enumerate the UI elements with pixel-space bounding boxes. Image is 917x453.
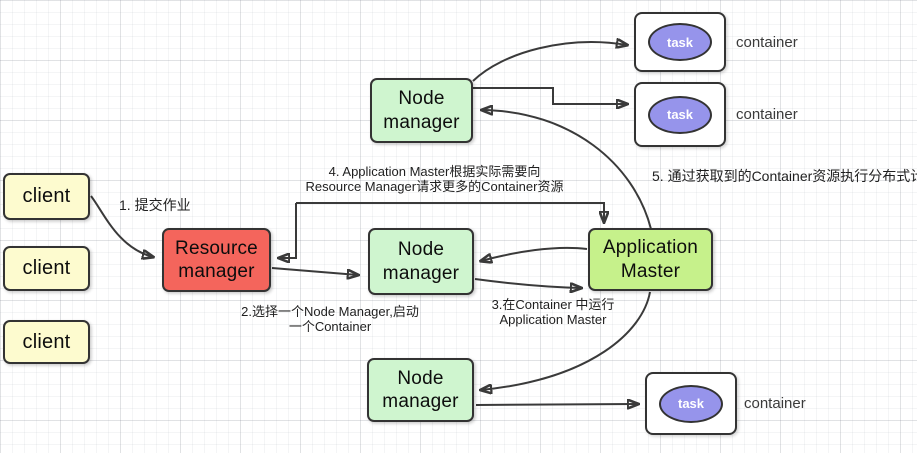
client-node-3: client [3, 320, 90, 364]
task-label-1: task [666, 34, 694, 50]
client-node-1-label: client [22, 185, 71, 208]
client-node-2: client [3, 246, 90, 291]
arrow-client1-to-resource-manager [90, 195, 153, 257]
node-manager-mid: Node manager [368, 228, 474, 295]
annotation-step4: 4. Application Master根据实际需要向 Resource Ma… [282, 164, 587, 194]
arrow-resource-manager-to-node-manager-mid [271, 267, 358, 275]
task-label-3: task [677, 396, 705, 411]
container-caption-2: container [736, 106, 798, 123]
annotation-step2-line1: 2.选择一个Node Manager,启动 [241, 304, 419, 319]
container-node-3: task [645, 372, 737, 435]
node-manager-top: Node manager [370, 78, 473, 143]
annotation-step2: 2.选择一个Node Manager,启动 一个Container [230, 304, 430, 334]
annotation-step1: 1. 提交作业 [119, 197, 191, 213]
task-ellipse-3: task [659, 384, 723, 423]
application-master-node: Application Master [588, 228, 713, 291]
annotation-step5: 5. 通过获取到的Container资源执行分布式计算 [652, 168, 917, 184]
task-ellipse-1: task [648, 23, 712, 61]
arrow-application-master-to-node-manager-mid [481, 246, 588, 261]
resource-manager-label: Resource manager [175, 237, 258, 282]
client-node-2-label: client [22, 257, 71, 280]
container-node-1: task [634, 12, 726, 72]
task-ellipse-2: task [648, 95, 712, 134]
annotation-step3: 3.在Container 中运行 Application Master [477, 297, 629, 327]
annotation-step4-line1: 4. Application Master根据实际需要向 [328, 164, 541, 179]
arrow-application-master-to-node-manager-top [482, 110, 652, 230]
container-node-2: task [634, 82, 726, 147]
node-manager-bottom-label: Node manager [382, 367, 459, 412]
annotation-step3-line2: Application Master [499, 312, 607, 328]
node-manager-top-label: Node manager [383, 88, 460, 133]
arrow-step4-elbow-to-application-master [296, 202, 604, 222]
annotation-step3-line1: 3.在Container 中运行 [491, 297, 615, 312]
resource-manager-node: Resource manager [162, 228, 271, 292]
container-caption-1: container [736, 34, 798, 51]
arrow-node-manager-top-to-container-1 [472, 42, 627, 82]
arrow-node-manager-mid-to-application-master [474, 278, 581, 288]
node-manager-bottom: Node manager [367, 358, 474, 422]
arrow-step4-elbow-to-resource-manager [279, 203, 297, 258]
annotation-step4-line2: Resource Manager请求更多的Container资源 [305, 179, 564, 195]
arrow-node-manager-top-to-container-2 [473, 87, 627, 104]
arrow-node-manager-bottom-to-container-3 [475, 404, 638, 405]
arrow-application-master-to-node-manager-bottom [481, 291, 651, 390]
node-manager-mid-label: Node manager [382, 239, 460, 284]
client-node-3-label: client [22, 330, 71, 353]
client-node-1: client [3, 173, 90, 220]
task-label-2: task [666, 107, 694, 122]
application-master-label: Application Master [602, 237, 699, 282]
annotation-step2-line2: 一个Container [288, 319, 372, 335]
container-caption-3: container [744, 395, 806, 412]
